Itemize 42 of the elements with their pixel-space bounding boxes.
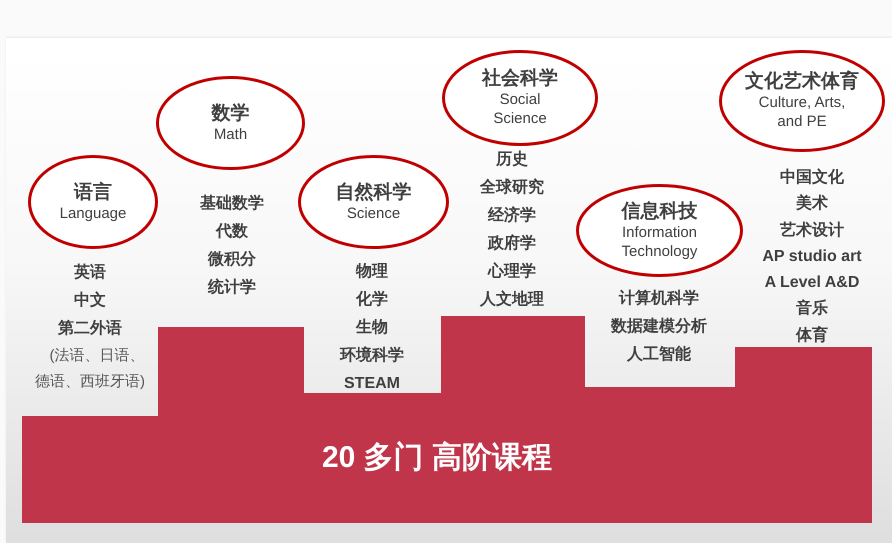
course-name: 体育 <box>796 324 828 346</box>
course-name: 计算机科学 <box>619 288 699 309</box>
course-name: 音乐 <box>796 298 828 320</box>
headline: 20 多门 高阶课程 <box>322 440 552 476</box>
category-heading: 社会科学 <box>482 68 558 90</box>
course-name: 政府学 <box>488 233 536 254</box>
course-name: A Level A&D <box>764 273 860 294</box>
course-name: 历史 <box>496 150 528 170</box>
category-heading: 信息科技 <box>622 200 698 222</box>
course-name: 心理学 <box>488 261 536 282</box>
course-name: 环境科学 <box>340 345 404 366</box>
course-name: 第二外语 <box>58 318 122 339</box>
course-name: 生物 <box>356 318 388 338</box>
category-heading: 语言 <box>74 182 112 204</box>
category-heading: 数学 <box>212 102 250 124</box>
course-name: 中文 <box>74 290 106 311</box>
category-subheading: Math <box>214 124 248 144</box>
course-name: 人文地理 <box>480 289 544 310</box>
course-name: 中国文化 <box>780 167 844 188</box>
category-heading: 文化艺术体育 <box>745 71 859 93</box>
course-name: 微积分 <box>208 250 256 270</box>
course-name: 人工智能 <box>627 344 691 365</box>
course-name: 艺术设计 <box>780 220 844 241</box>
category-subheading: Culture, Arts, and PE <box>758 93 846 131</box>
category-subheading: Language <box>60 204 126 222</box>
course-name: 数据建模分析 <box>611 316 707 337</box>
category-heading: 自然科学 <box>336 182 412 204</box>
category-subheading: Information Technology <box>620 222 698 260</box>
category-subheading: Science <box>346 204 400 222</box>
course-name: 基础数学 <box>200 194 264 214</box>
course-name: 美术 <box>796 193 828 214</box>
course-name: 经济学 <box>488 205 536 226</box>
category-subheading: Social Science <box>492 90 548 128</box>
course-name: 全球研究 <box>480 177 544 198</box>
course-name: 化学 <box>356 290 388 310</box>
course-name: 统计学 <box>208 277 256 298</box>
course-name: 物理 <box>356 262 388 282</box>
course-name: 代数 <box>216 222 248 242</box>
course-note: (法语、日语、德语、西班牙语) <box>34 346 146 392</box>
course-name: AP studio art <box>762 246 862 267</box>
course-name: STEAM <box>344 374 400 394</box>
course-name: 英语 <box>74 262 106 283</box>
